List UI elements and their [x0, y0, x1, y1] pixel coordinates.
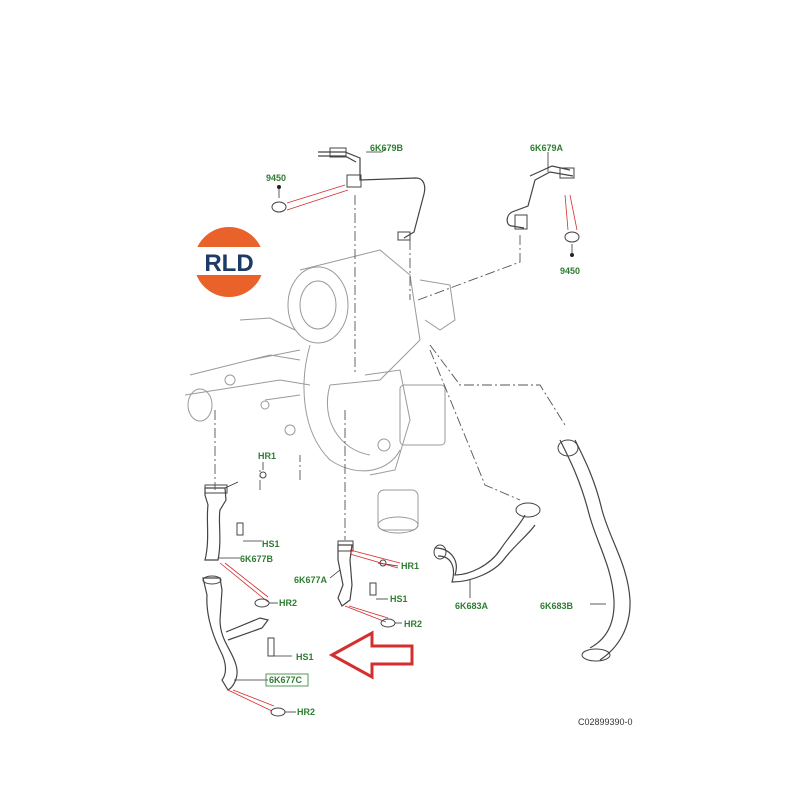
- washer-hr2-a: [254, 598, 278, 608]
- hose-6K677C: [202, 575, 292, 712]
- label-6K677A: 6K677A: [294, 575, 328, 585]
- hose-6K683B: [557, 439, 631, 662]
- rld-logo: RLD: [190, 227, 268, 297]
- highlight-arrow: [328, 630, 414, 680]
- hose-6K677A: [329, 540, 401, 623]
- label-hr1-mid: HR1: [401, 561, 419, 571]
- label-9450-right: 9450: [560, 266, 580, 276]
- logo-text: RLD: [204, 250, 253, 277]
- label-6K679A: 6K679A: [530, 143, 564, 153]
- label-6K679B: 6K679B: [370, 143, 404, 153]
- pipe-6K679A: [506, 152, 575, 230]
- washer-9450-left: [271, 184, 349, 213]
- pipe-6K679B: [318, 147, 426, 241]
- washer-9450-right: [564, 194, 580, 257]
- label-hs1-a: HS1: [262, 539, 280, 549]
- label-hr1-top: HR1: [258, 451, 276, 461]
- hose-6K677B: [204, 462, 269, 603]
- label-6K677B: 6K677B: [240, 554, 274, 564]
- label-6K683B: 6K683B: [540, 601, 574, 611]
- label-9450-left: 9450: [266, 173, 286, 183]
- label-hr2-a: HR2: [279, 598, 297, 608]
- label-hs1-c: HS1: [390, 594, 408, 604]
- hose-6K683A: [433, 502, 541, 598]
- washer-hr2-c: [380, 618, 402, 628]
- part-highlight-box: [265, 673, 309, 687]
- alignment-lines: [214, 195, 566, 540]
- label-6K677C: 6K677C: [269, 675, 303, 685]
- label-hs1-b: HS1: [296, 652, 314, 662]
- washer-hr2-b: [270, 707, 296, 717]
- reference-code: C02899390-0: [578, 717, 633, 727]
- label-6K683A: 6K683A: [455, 601, 489, 611]
- part-labels: 6K679B 6K679A 9450 9450 HR1 HS1 6K677B H…: [240, 143, 633, 727]
- turbocharger-outline: [184, 249, 456, 534]
- label-hr2-c: HR2: [404, 619, 422, 629]
- label-hr2-b: HR2: [297, 707, 315, 717]
